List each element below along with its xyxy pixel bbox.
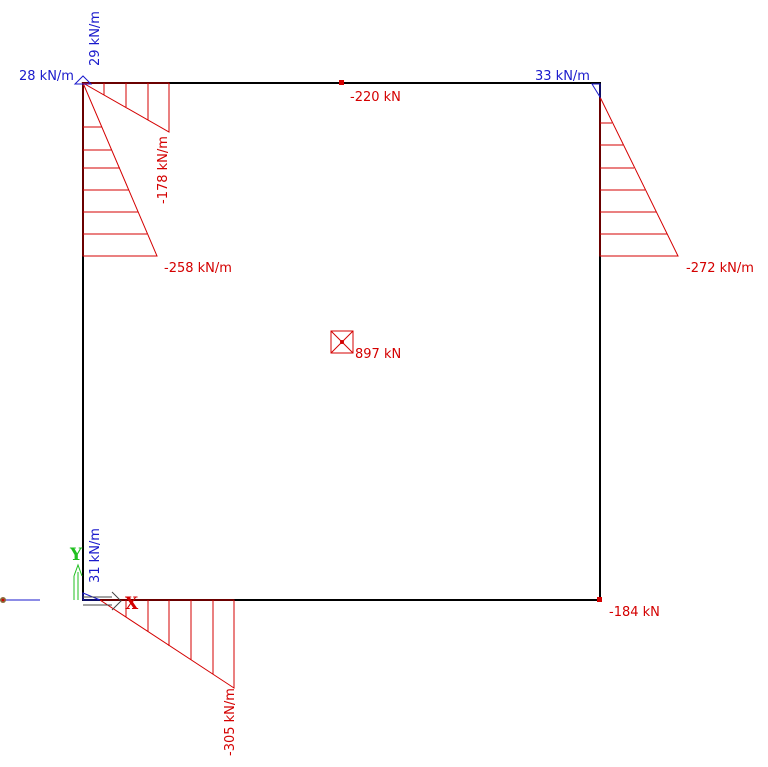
center-point-label: 897 kN [355, 347, 401, 362]
x-axis-label: X [125, 594, 139, 614]
top-right-label: 33 kN/m [535, 69, 590, 84]
right-label: -272 kN/m [686, 261, 754, 276]
x-axis-arrow [83, 591, 122, 611]
top-left-reaction-marker [73, 75, 93, 85]
top-mid-point-label: -220 kN [350, 90, 401, 105]
right-distributed-load [599, 96, 679, 257]
bottom-left-vertical-label: 31 kN/m [88, 528, 103, 583]
bottom-distributed-load [98, 599, 235, 689]
bottom-right-point-marker [597, 597, 602, 602]
bottom-right-point-label: -184 kN [609, 605, 660, 620]
top-mid-point-marker [339, 80, 344, 85]
left-distributed-load [82, 82, 158, 257]
y-axis-arrow [73, 563, 83, 600]
top-left-distributed-load [81, 82, 170, 133]
node-marker-icon [0, 597, 6, 603]
left-lower-label: -258 kN/m [164, 261, 232, 276]
left-upper-diag-label: -178 kN/m [156, 136, 171, 204]
top-left-horizontal-label: 28 kN/m [19, 69, 74, 84]
top-left-vertical-label: 29 kN/m [88, 11, 103, 66]
top-right-reaction-marker [591, 83, 601, 99]
bottom-diag-label: -305 kN/m [223, 688, 238, 756]
y-axis-label: Y [69, 545, 83, 565]
square-with-x-icon [330, 330, 354, 354]
